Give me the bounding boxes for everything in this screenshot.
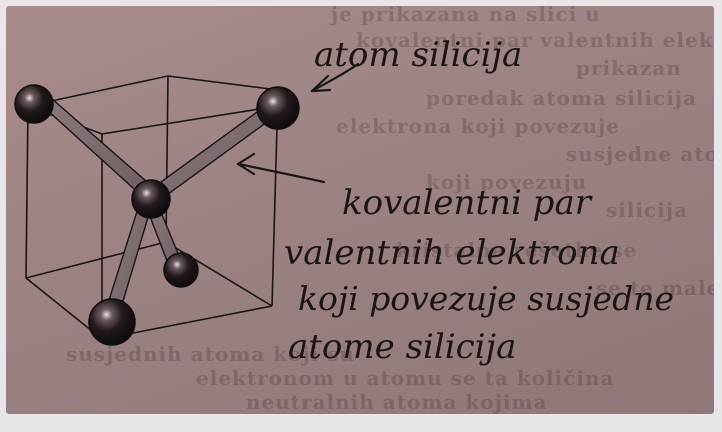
faint-line: silicija — [606, 198, 689, 222]
atom-bottom — [88, 298, 136, 346]
atoms — [14, 84, 300, 346]
cube-edge — [25, 241, 167, 279]
bond-label-line-3: koji povezuje susjedne — [298, 279, 674, 318]
cube-edge — [101, 105, 279, 135]
atom-top-left — [14, 84, 54, 124]
faint-line: je prikazana na slici u — [331, 6, 601, 26]
bond-label-line-2: valentnih elektrona — [284, 233, 620, 273]
faint-line: prikazan — [576, 56, 682, 80]
atom-label-arrow — [310, 62, 360, 93]
book-page: je prikazana na slici u kovalentni par v… — [6, 6, 714, 414]
bond-label-line-1: kovalentni par — [342, 183, 593, 223]
faint-line: susjednih atoma koji su — [66, 342, 356, 366]
faint-line: kovalentni par valentnih elektrona, a — [356, 28, 714, 52]
faint-line: poredak atoma silicija — [426, 86, 697, 110]
faint-line: susjedne atome — [566, 142, 714, 166]
silicon-crystal-diagram: atom silicija kovalentni par valentnih e… — [14, 35, 674, 367]
faint-line: neutralnih atoma kojima — [246, 390, 548, 414]
faint-line: elektrona koji povezuje — [336, 114, 621, 138]
faint-line: kristalne rešetke se — [396, 238, 638, 262]
arrowhead — [236, 152, 256, 176]
bond-upper-right — [148, 103, 280, 201]
faint-line: koji povezuju — [426, 170, 588, 194]
faint-line: se te male — [596, 276, 714, 300]
bond-label-arrow — [236, 162, 326, 184]
cube-edge — [25, 105, 29, 279]
arrows — [236, 62, 360, 184]
cube-edge — [167, 75, 279, 91]
faint-line: elektronom u atomu se ta količina — [196, 366, 615, 390]
atom-center — [131, 179, 171, 219]
bond-label-line-4: atome silicija — [288, 327, 516, 367]
arrowhead — [310, 74, 332, 93]
atom-top-right — [256, 86, 300, 130]
atom-label: atom silicija — [314, 35, 522, 75]
cube-edge — [165, 75, 169, 243]
atom-right — [163, 252, 199, 288]
bond-upper-left — [34, 91, 156, 199]
